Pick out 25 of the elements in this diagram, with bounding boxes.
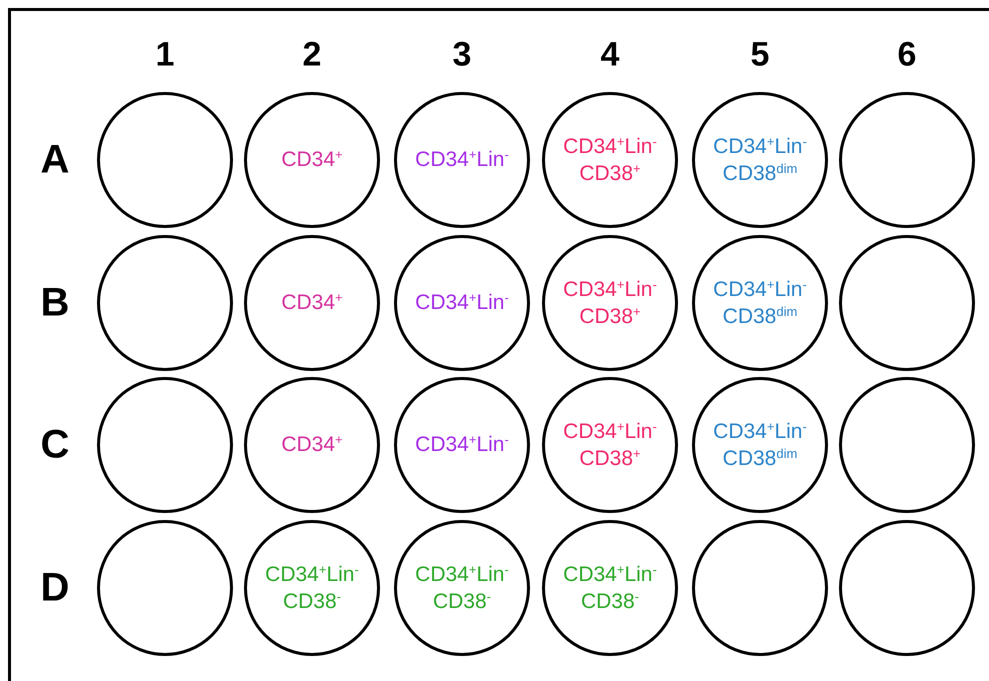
well-label: CD34$^{+}$Lin$^{-}$ CD38$^{-}$ <box>562 560 658 615</box>
well-label: CD34$^{+}$Lin$^{-}$ CD38$^{+}$ <box>562 418 658 472</box>
well-label: CD34$^{+}$Lin$^{-}$ CD38$^{+}$ <box>562 132 658 187</box>
well-label: CD34$^{+}$Lin$^{-}$ <box>415 289 509 316</box>
well-label: CD34$^{+}$ <box>281 289 343 316</box>
well-label: CD34$^{+}$Lin$^{-}$ CD38$^{-}$ <box>264 560 360 615</box>
well-label: CD34$^{+}$Lin$^{-}$ <box>415 146 509 174</box>
column-number: 3 <box>452 36 472 74</box>
well-label: CD34$^{+}$Lin$^{-}$ CD38$^{dim}$ <box>712 418 808 472</box>
column-number: 6 <box>898 36 916 74</box>
column-number: 5 <box>750 36 770 74</box>
column-number: 4 <box>600 36 620 74</box>
well-label: CD34$^{+}$ <box>281 431 343 458</box>
column-number: 2 <box>302 36 322 74</box>
column-number: 1 <box>156 36 174 74</box>
well-label: CD34$^{+}$ <box>281 146 343 174</box>
row-letter: C <box>40 422 70 468</box>
row-letter: B <box>40 280 70 326</box>
row-letter: D <box>40 566 70 610</box>
well-label: CD34$^{+}$Lin$^{-}$ CD38$^{-}$ <box>414 560 510 615</box>
row-letter: A <box>40 138 70 182</box>
well-label: CD34$^{+}$Lin$^{-}$ CD38$^{+}$ <box>562 276 658 330</box>
well-label: CD34$^{+}$Lin$^{-}$ CD38$^{dim}$ <box>712 276 808 330</box>
well-label: CD34$^{+}$Lin$^{-}$ CD38$^{dim}$ <box>712 132 808 187</box>
well-label: CD34$^{+}$Lin$^{-}$ <box>415 431 509 458</box>
